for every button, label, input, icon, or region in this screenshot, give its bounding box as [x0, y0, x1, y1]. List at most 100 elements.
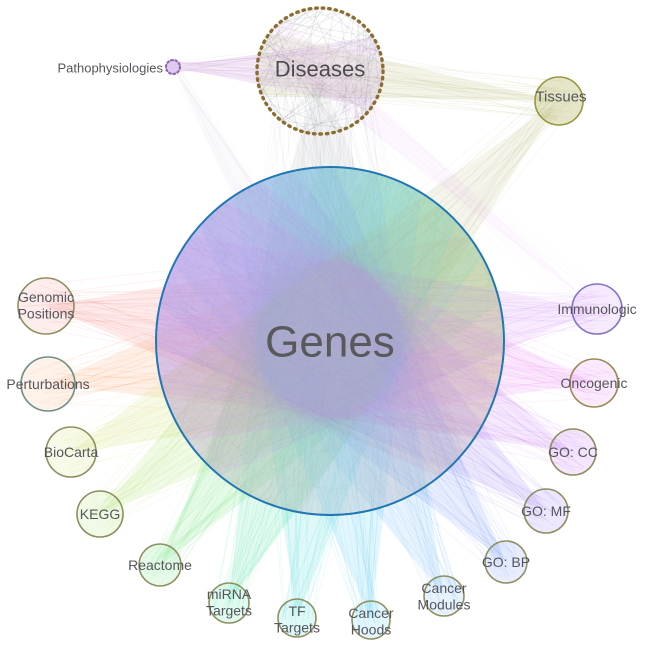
edge-strand [230, 98, 565, 485]
edge-strand [314, 167, 501, 556]
edge-strand [271, 58, 323, 515]
hairball-strand [281, 40, 376, 121]
edge-strand [289, 167, 319, 619]
edge-strand [170, 271, 595, 298]
edge-strand [165, 283, 607, 313]
node-oncogenic[interactable] [569, 358, 619, 408]
hairball-strand [405, 184, 455, 463]
edge-strand [61, 348, 504, 371]
node-tissues[interactable] [534, 76, 584, 126]
hairball-strand [170, 270, 270, 505]
edge-strand [185, 100, 551, 439]
edge-strand [247, 187, 577, 462]
edge-strand [25, 208, 444, 389]
hairball-strand [390, 392, 497, 505]
edge-strand [155, 339, 612, 373]
edge-strand [262, 44, 556, 90]
edge-strand [107, 178, 394, 498]
node-tf_targets[interactable] [277, 598, 317, 638]
node-cancer_modules[interactable] [423, 575, 465, 617]
node-perturbations[interactable] [20, 356, 76, 412]
edge-strand [255, 183, 555, 456]
edge-strand [246, 188, 513, 546]
edge-strand [62, 310, 502, 449]
edge-strand [89, 245, 476, 521]
edge-strand [172, 379, 587, 415]
node-immunologic[interactable] [571, 283, 623, 335]
hairball-strand [210, 223, 460, 469]
node-genes[interactable] [155, 166, 505, 516]
edge-strand [218, 254, 482, 614]
edge-strand [188, 289, 600, 444]
edge-strand [193, 232, 443, 580]
hairball-strand [283, 19, 381, 52]
node-cancer_hoods[interactable] [351, 600, 391, 640]
edge-strand [259, 89, 565, 118]
edge-strand [212, 195, 426, 608]
node-pathophysiologies[interactable] [164, 58, 182, 76]
edge-strand [223, 210, 446, 589]
node-go_bp[interactable] [484, 540, 528, 584]
edge-strand [89, 328, 504, 444]
node-layer [17, 6, 623, 640]
edge-strand [42, 255, 483, 384]
edge-strand [63, 375, 501, 441]
edge-strand [168, 69, 404, 499]
node-diseases[interactable] [255, 6, 385, 136]
edge-fan-kegg-genes [100, 171, 505, 514]
node-biocarta[interactable] [45, 426, 97, 478]
node-label-immunologic: Immunologic [557, 301, 636, 317]
hairball-strand [358, 21, 363, 118]
edge-strand [158, 310, 574, 471]
edge-strand [368, 176, 388, 621]
edge-strand [236, 110, 355, 488]
node-go_mf[interactable] [523, 488, 569, 534]
edge-fan-cancer_hoods-genes [200, 167, 422, 621]
edge-strand [334, 102, 360, 513]
node-go_cc[interactable] [549, 428, 597, 476]
edge-strand [297, 103, 374, 510]
edge-strand [172, 266, 557, 527]
edge-strand [102, 198, 431, 517]
edge-strand [158, 369, 584, 445]
edge-strand [59, 185, 410, 439]
node-genomic_positions[interactable] [17, 277, 75, 335]
edge-strand [198, 226, 559, 518]
edge-strand [358, 44, 452, 466]
edge-strand [281, 174, 382, 620]
edge-strand [176, 257, 578, 396]
edge-strand [236, 177, 390, 610]
edge-strand [51, 293, 498, 364]
node-mirna_targets[interactable] [208, 582, 250, 624]
label-layer: GenesDiseasesPathophysiologiesTissuesGen… [6, 57, 636, 638]
edge-strand [300, 167, 337, 607]
hairball-strand [281, 79, 383, 122]
edge-strand [330, 166, 456, 587]
edge-strand [173, 61, 435, 481]
edge-strand [156, 320, 608, 324]
edge-strand [311, 61, 326, 515]
node-reactome[interactable] [138, 543, 182, 587]
hairball-strand [466, 397, 495, 449]
node-label-tissues: Tissues [535, 88, 586, 105]
edge-strand [320, 167, 459, 592]
node-kegg[interactable] [76, 490, 124, 538]
edge-strand [267, 69, 462, 457]
hairball-strand [267, 106, 316, 135]
edge-strand [281, 173, 460, 594]
hairball-strand [161, 207, 219, 385]
edge-strand [333, 166, 458, 591]
hairball-strand [257, 35, 373, 80]
edge-strand [290, 114, 544, 511]
edge-strand [188, 101, 570, 444]
hairball-strand [392, 465, 452, 504]
hairball-strand [167, 170, 366, 279]
edge-strand [224, 201, 358, 617]
edge-strand [259, 115, 567, 501]
edge-strand [288, 171, 379, 614]
edge-strand [37, 402, 485, 422]
hairball-strand [167, 403, 348, 515]
hairball-strand [156, 350, 349, 515]
edge-strand [182, 309, 612, 434]
